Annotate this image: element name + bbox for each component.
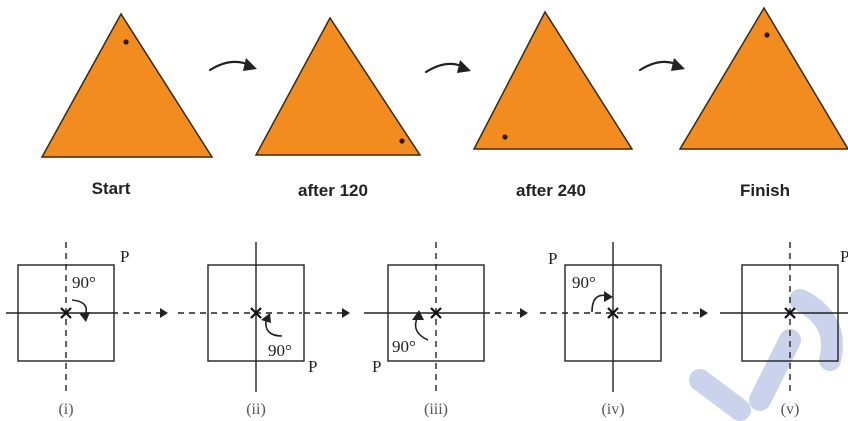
curved-arrow-icon <box>208 58 257 72</box>
figure-iv: 90° P (iv) <box>540 242 662 418</box>
rotation-arc-icon <box>265 319 283 337</box>
angle-label: 90° <box>572 273 596 292</box>
marker-dot <box>399 138 405 144</box>
curved-arrow-icon <box>638 58 685 72</box>
caption-start: Start <box>92 179 131 198</box>
figure-numeral: (iv) <box>601 401 624 418</box>
triangle-start <box>40 12 214 158</box>
figure-i: 90° P (i) <box>6 242 129 418</box>
figure-numeral: (v) <box>781 401 800 418</box>
figure-v: P (v) <box>720 242 848 418</box>
connector-arrow-icon <box>660 308 708 318</box>
caption-after-120: after 120 <box>298 181 368 200</box>
point-label: P <box>548 249 557 268</box>
caption-finish: Finish <box>740 181 790 200</box>
center-point-icon <box>250 307 262 319</box>
marker-dot <box>502 134 508 140</box>
connector-arrow-icon <box>484 308 528 318</box>
triangle-finish <box>678 6 848 150</box>
figure-numeral: (i) <box>58 401 73 418</box>
figure-numeral: (iii) <box>424 401 448 418</box>
triangle-after-120 <box>254 16 422 156</box>
triangle-after-240 <box>472 10 634 150</box>
watermark <box>689 289 843 421</box>
center-point-icon <box>607 307 619 319</box>
point-label: P <box>308 357 317 376</box>
figure-iii: 90° P (iii) <box>364 242 485 418</box>
connector-arrow-icon <box>112 308 168 318</box>
point-label: P <box>372 357 381 376</box>
center-point-icon <box>784 307 796 319</box>
marker-dot <box>123 39 129 45</box>
point-label: P <box>840 247 848 266</box>
point-label: P <box>120 247 129 266</box>
angle-label: 90° <box>268 341 292 360</box>
caption-after-240: after 240 <box>516 181 586 200</box>
marker-dot <box>764 32 770 38</box>
angle-label: 90° <box>72 273 96 292</box>
figure-ii: 90° P (ii) <box>178 242 317 418</box>
center-point-icon <box>60 307 72 319</box>
figure-numeral: (ii) <box>246 401 266 418</box>
curved-arrow-icon <box>424 60 471 74</box>
center-point-icon <box>430 307 442 319</box>
angle-label: 90° <box>392 337 416 356</box>
connector-arrow-icon <box>304 308 350 318</box>
